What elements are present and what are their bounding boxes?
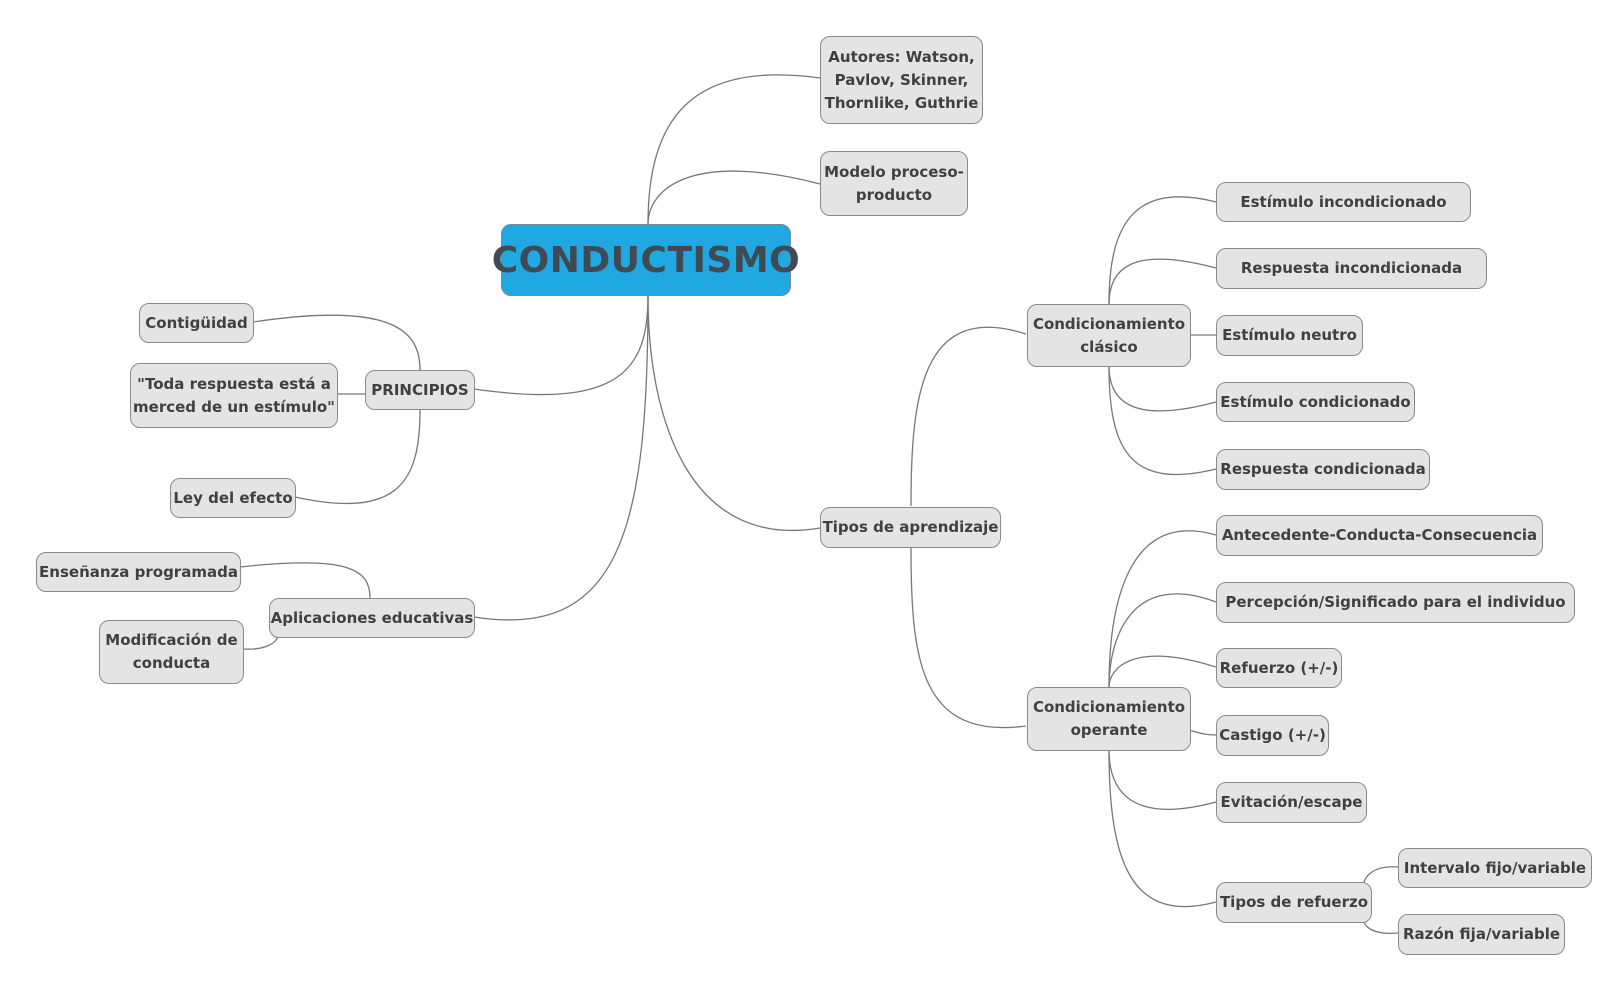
node-percepcion[interactable]: Percepción/Significado para el individuo: [1216, 582, 1575, 623]
node-contiguidad[interactable]: Contigüidad: [139, 303, 254, 343]
node-modificacion[interactable]: Modificación de conducta: [99, 620, 244, 684]
link-tipos-operante: [910, 547, 1027, 729]
node-cond-operante[interactable]: Condicionamiento operante: [1027, 687, 1191, 751]
node-tipos-refuerzo[interactable]: Tipos de refuerzo: [1216, 882, 1372, 923]
link-operante-6: [1108, 749, 1217, 908]
node-toda-respuesta[interactable]: "Toda respuesta está a merced de un estí…: [130, 363, 338, 428]
node-respuesta-condicionada[interactable]: Respuesta condicionada: [1216, 449, 1430, 490]
node-tipos-aprendizaje[interactable]: Tipos de aprendizaje: [820, 507, 1001, 548]
link-aplic-ensenanza: [239, 562, 371, 599]
link-clasico-4: [1108, 365, 1217, 412]
link-clasico-5: [1108, 365, 1217, 476]
link-tipos-clasico: [910, 326, 1027, 507]
node-aplicaciones[interactable]: Aplicaciones educativas: [269, 598, 475, 638]
link-clasico-1: [1108, 196, 1217, 305]
node-antecedente[interactable]: Antecedente-Conducta-Consecuencia: [1216, 515, 1543, 556]
node-ley-efecto[interactable]: Ley del efecto: [170, 478, 296, 518]
node-estimulo-incondicionado[interactable]: Estímulo incondicionado: [1216, 182, 1471, 222]
link-root-autores: [647, 74, 821, 225]
node-razon[interactable]: Razón fija/variable: [1398, 914, 1565, 955]
node-respuesta-incondicionada[interactable]: Respuesta incondicionada: [1216, 248, 1487, 289]
node-estimulo-condicionado[interactable]: Estímulo condicionado: [1216, 382, 1415, 422]
node-intervalo[interactable]: Intervalo fijo/variable: [1398, 848, 1592, 888]
link-principios-contiguidad: [252, 314, 421, 371]
node-principios[interactable]: PRINCIPIOS: [365, 370, 475, 410]
node-estimulo-neutro[interactable]: Estímulo neutro: [1216, 315, 1363, 356]
link-operante-4: [1188, 729, 1217, 736]
node-castigo[interactable]: Castigo (+/-): [1216, 715, 1329, 756]
node-ensenanza[interactable]: Enseñanza programada: [36, 552, 241, 592]
link-operante-2: [1108, 593, 1217, 688]
link-operante-5: [1108, 749, 1217, 810]
node-cond-clasico[interactable]: Condicionamiento clásico: [1027, 304, 1191, 367]
node-evitacion[interactable]: Evitación/escape: [1216, 782, 1367, 823]
node-modelo[interactable]: Modelo proceso-producto: [820, 151, 968, 216]
link-root-modelo: [647, 170, 821, 225]
link-aplic-modificacion: [242, 635, 279, 650]
link-principios-ley: [294, 409, 421, 505]
link-operante-3: [1108, 655, 1217, 688]
link-operante-1: [1108, 530, 1217, 688]
link-root-principios: [473, 295, 649, 396]
link-root-tipos: [647, 295, 821, 531]
root-node[interactable]: CONDUCTISMO: [492, 224, 800, 296]
node-autores[interactable]: Autores: Watson, Pavlov, Skinner, Thornl…: [820, 36, 983, 124]
link-root-aplicaciones: [473, 295, 649, 621]
link-clasico-2: [1108, 258, 1217, 305]
node-refuerzo[interactable]: Refuerzo (+/-): [1216, 648, 1342, 688]
